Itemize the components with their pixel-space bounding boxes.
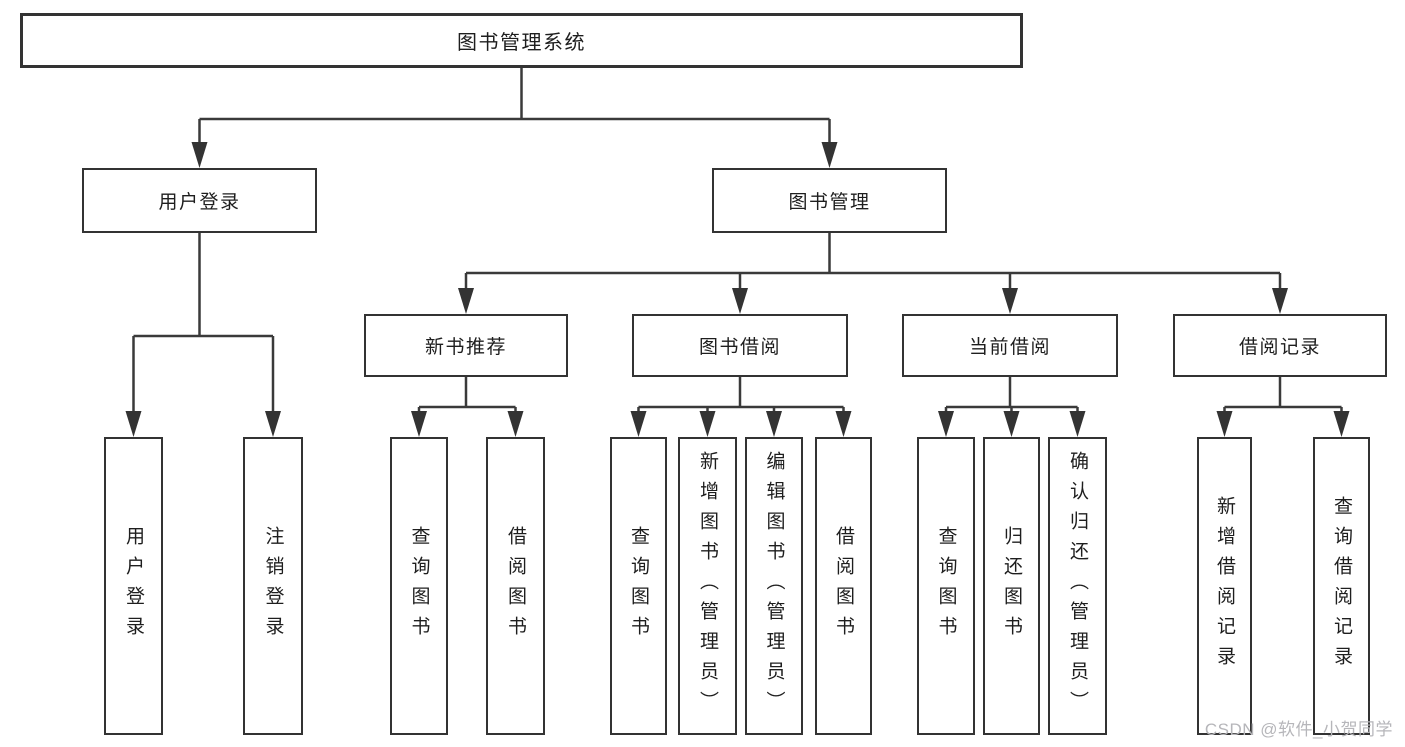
arrow-down-icon [1272, 288, 1288, 314]
leaf-user-login: 用户登录 [104, 437, 163, 735]
arrow-down-icon [458, 288, 474, 314]
connector-book-borrowing-children [630, 377, 852, 437]
leaf-edit-books-admin: 编辑图书（管理员） [745, 437, 803, 735]
node-book-management: 图书管理 [712, 168, 947, 233]
arrow-down-icon [766, 411, 782, 437]
node-book-borrowing: 图书借阅 [632, 314, 848, 377]
connector-current-borrowing-children [938, 377, 1086, 437]
leaf-logout: 注销登录 [243, 437, 303, 735]
leaf-add-borrow-record: 新增借阅记录 [1197, 437, 1252, 735]
arrow-down-icon [411, 411, 427, 437]
leaf-query-books-1: 查询图书 [390, 437, 448, 735]
node-new-book-recommendation: 新书推荐 [364, 314, 568, 377]
arrow-down-icon [1216, 411, 1233, 437]
arrow-down-icon [1333, 411, 1350, 437]
arrow-down-icon [821, 142, 838, 168]
arrow-down-icon [835, 411, 852, 437]
node-library-management-system: 图书管理系统 [20, 13, 1023, 68]
arrow-down-icon [1003, 411, 1020, 437]
leaf-return-books: 归还图书 [983, 437, 1040, 735]
leaf-add-books-admin: 新增图书（管理员） [678, 437, 737, 735]
leaf-borrow-books-1: 借阅图书 [486, 437, 545, 735]
leaf-query-books-3: 查询图书 [917, 437, 975, 735]
node-borrowing-records: 借阅记录 [1173, 314, 1387, 377]
arrow-down-icon [507, 411, 524, 437]
arrow-down-icon [1002, 288, 1018, 314]
node-current-borrowing: 当前借阅 [902, 314, 1118, 377]
connector-root-to-level2 [191, 68, 838, 168]
arrow-down-icon [630, 411, 647, 437]
csdn-watermark: CSDN @软件_小贺同学 [1204, 720, 1393, 739]
connector-book-management-children [458, 233, 1288, 314]
leaf-borrow-books-2: 借阅图书 [815, 437, 872, 735]
leaf-query-borrow-record: 查询借阅记录 [1313, 437, 1370, 735]
arrow-down-icon [732, 288, 748, 314]
arrow-down-icon [125, 411, 142, 437]
arrow-down-icon [699, 411, 716, 437]
arrow-down-icon [938, 411, 954, 437]
arrow-down-icon [1069, 411, 1086, 437]
connector-user-login-children [125, 233, 281, 437]
arrow-down-icon [265, 411, 281, 437]
connector-new-book-rec-children [411, 377, 524, 437]
connector-borrow-records-children [1216, 377, 1350, 437]
leaf-query-books-2: 查询图书 [610, 437, 667, 735]
arrow-down-icon [191, 142, 208, 168]
leaf-confirm-return-admin: 确认归还（管理员） [1048, 437, 1107, 735]
node-user-login: 用户登录 [82, 168, 317, 233]
